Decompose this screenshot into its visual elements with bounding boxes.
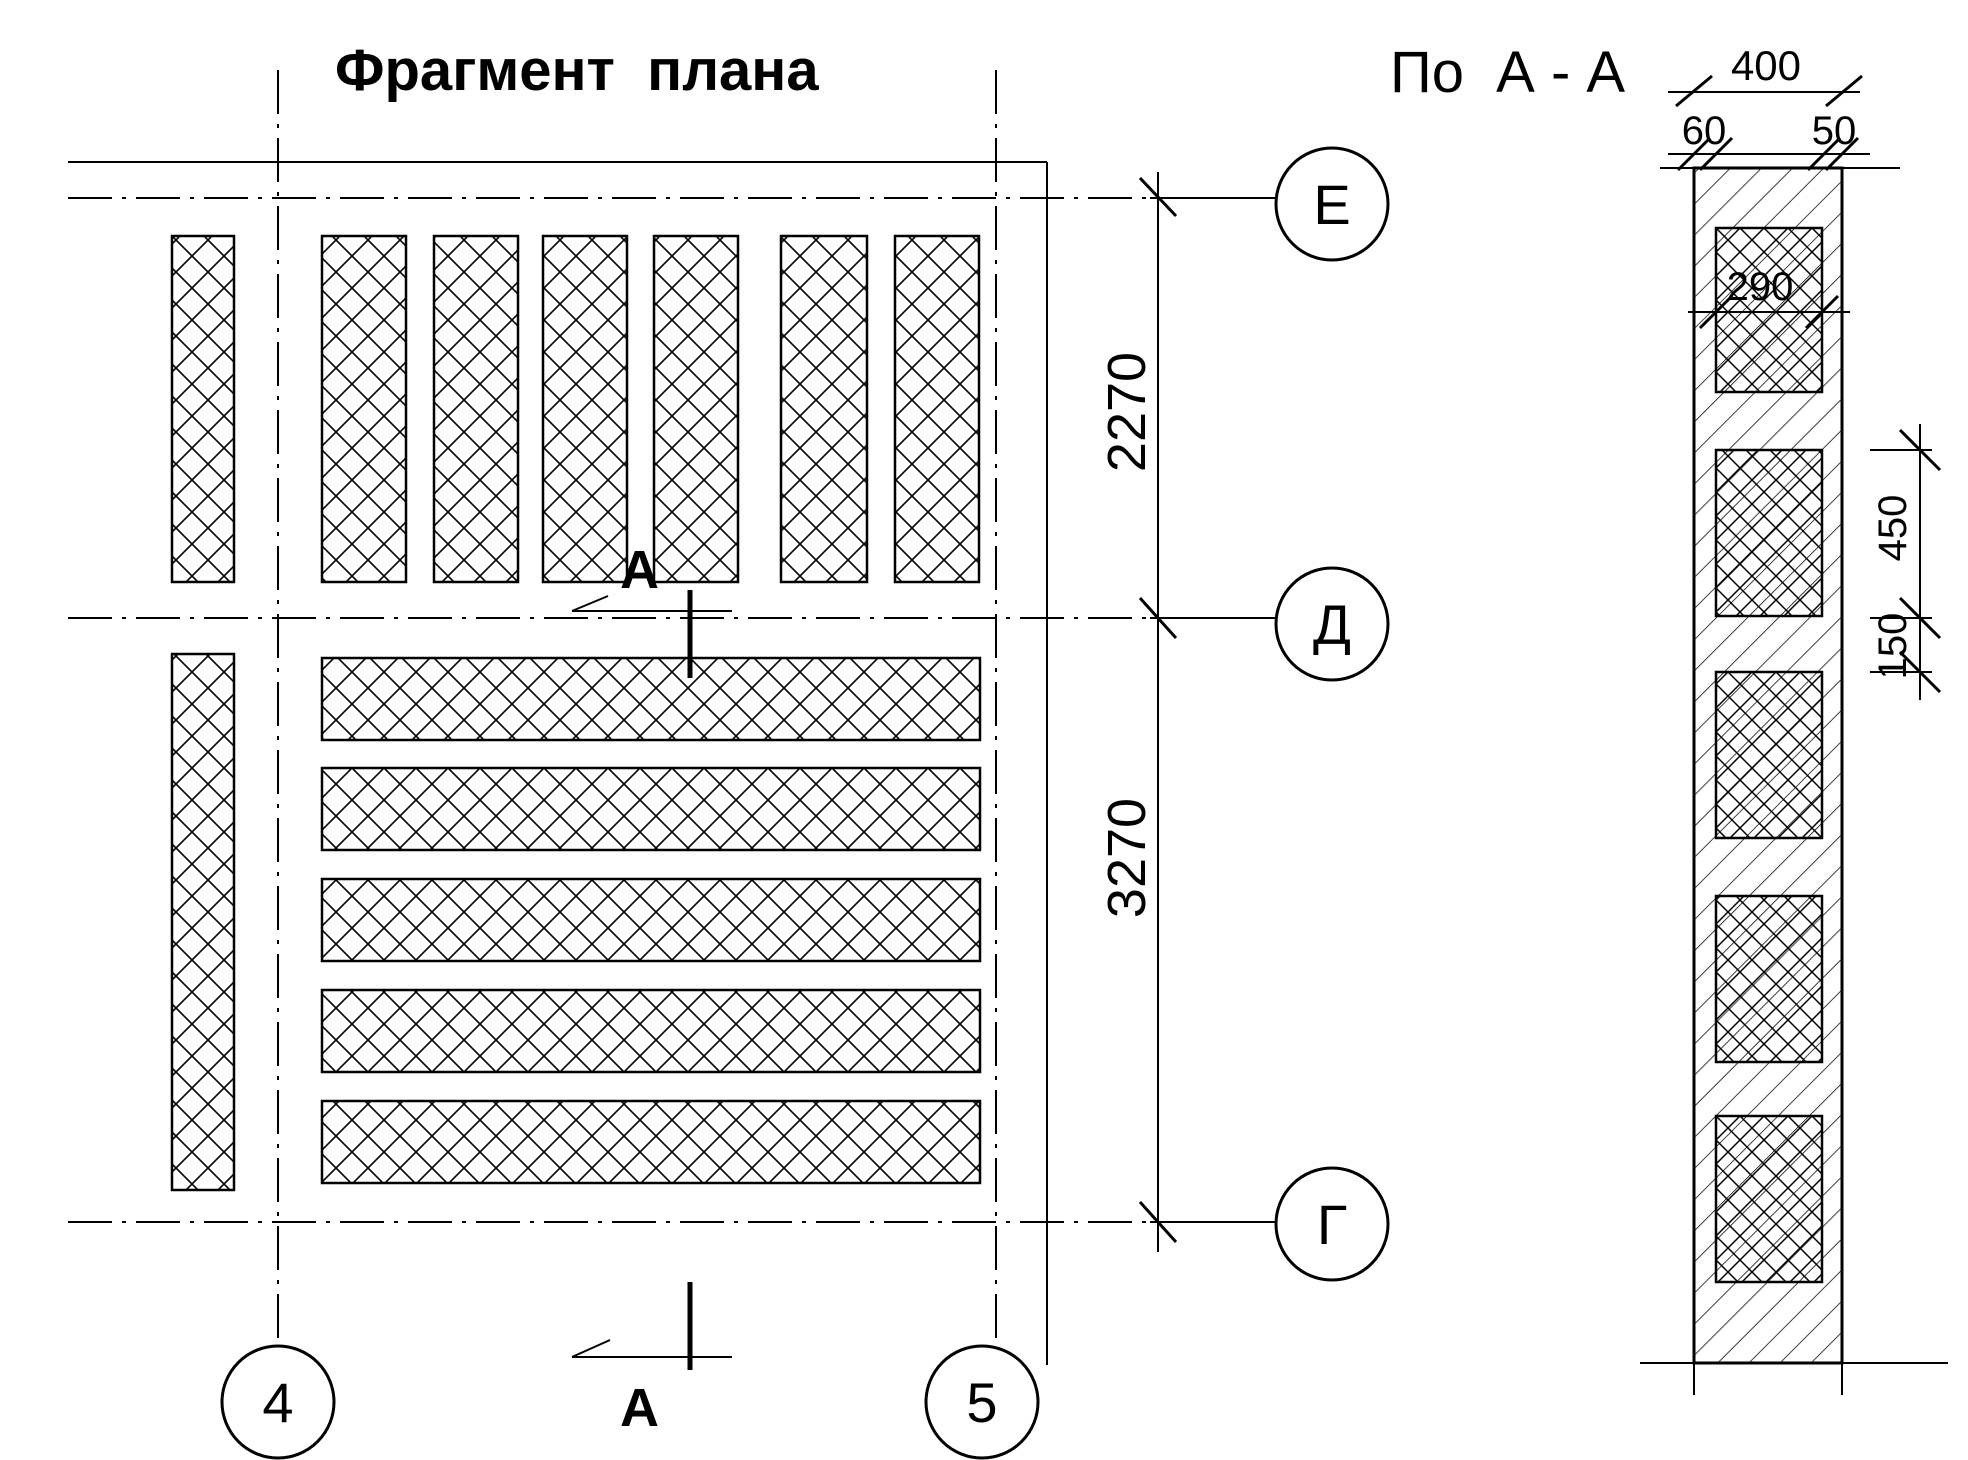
hatched-strip bbox=[779, 234, 869, 584]
axis-bubble-G: Г bbox=[1150, 1166, 1390, 1282]
plan-dimension-chain: 2270 3270 bbox=[1097, 172, 1178, 1252]
plan-fragment: Фрагмент плана bbox=[68, 38, 1390, 1460]
section-cut-mark-bottom: А bbox=[571, 1282, 732, 1438]
section-title: По А - А bbox=[1390, 40, 1625, 105]
hatched-strip bbox=[432, 234, 520, 584]
hatched-strip bbox=[652, 234, 740, 584]
grid-axis-lines bbox=[68, 70, 1150, 1345]
section-block-width-dimension: 290 bbox=[1688, 265, 1850, 330]
section-vertical-dimensions: 450 150 bbox=[1870, 424, 1942, 700]
hatched-strip bbox=[320, 656, 982, 742]
hatched-strip bbox=[320, 234, 408, 584]
hatched-strip bbox=[893, 234, 981, 584]
axis-bubble-E: Е bbox=[1150, 146, 1390, 262]
axis-label-4: 4 bbox=[262, 1371, 293, 1434]
upper-hatched-strips bbox=[170, 234, 981, 584]
dimension-290: 290 bbox=[1727, 265, 1794, 309]
section-block bbox=[1714, 894, 1824, 1064]
hatched-strip bbox=[541, 234, 629, 584]
dimension-450: 450 bbox=[1871, 495, 1915, 562]
axis-label-G: Г bbox=[1317, 1193, 1347, 1256]
dimension-2270: 2270 bbox=[1097, 352, 1157, 472]
hatched-strip bbox=[320, 766, 982, 852]
hatched-strip bbox=[320, 988, 982, 1074]
section-block bbox=[1714, 448, 1824, 618]
dimension-3270: 3270 bbox=[1097, 798, 1157, 918]
section-a-a: По А - А 400 bbox=[1390, 40, 1948, 1395]
dimension-50: 50 bbox=[1812, 109, 1857, 153]
axis-label-D: Д bbox=[1313, 593, 1351, 656]
axis-label-E: Е bbox=[1313, 173, 1350, 236]
hatched-strip bbox=[170, 234, 236, 584]
section-blocks bbox=[1714, 226, 1824, 1284]
dimension-60: 60 bbox=[1682, 109, 1727, 153]
section-block bbox=[1714, 226, 1824, 394]
plan-wall-outline bbox=[68, 161, 1048, 1365]
section-block bbox=[1714, 1114, 1824, 1284]
dimension-400: 400 bbox=[1731, 42, 1801, 89]
section-label-bottom: А bbox=[620, 1378, 659, 1438]
plan-title: Фрагмент плана bbox=[335, 38, 819, 103]
section-cut-mark-top: А bbox=[571, 540, 732, 678]
dimension-150: 150 bbox=[1871, 613, 1915, 680]
hatched-strip-left-lower bbox=[170, 652, 236, 1192]
section-top-dimensions: 400 60 50 bbox=[1668, 42, 1870, 172]
section-block bbox=[1714, 670, 1824, 840]
axis-bubble-5: 5 bbox=[924, 1344, 1040, 1460]
axis-bubble-4: 4 bbox=[220, 1344, 336, 1460]
hatched-strip bbox=[320, 877, 982, 963]
section-label-top: А bbox=[620, 540, 659, 600]
hatched-strip bbox=[320, 1099, 982, 1185]
axis-label-5: 5 bbox=[966, 1371, 997, 1434]
lower-hatched-strips bbox=[320, 656, 982, 1185]
axis-bubble-D: Д bbox=[1150, 566, 1390, 682]
